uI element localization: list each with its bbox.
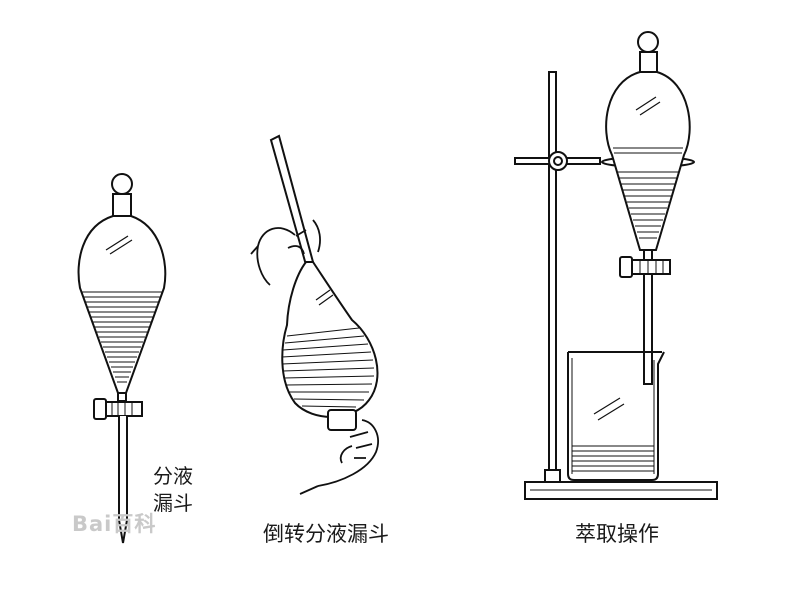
label-invert-funnel: 倒转分液漏斗	[263, 522, 389, 546]
funnel-stem-top	[117, 392, 127, 402]
stopcock	[105, 401, 143, 417]
label-separatory-funnel-text: 分液 漏斗	[153, 464, 193, 515]
glass-highlight	[635, 96, 657, 111]
glass-highlight	[315, 289, 331, 301]
clamp-arm	[514, 157, 551, 165]
watermark: Bai百科	[72, 512, 157, 536]
stand-rod	[548, 71, 557, 483]
funnel-stopper	[111, 173, 133, 195]
extraction-setup	[514, 31, 718, 500]
liquid-lines	[572, 445, 654, 472]
beaker	[567, 351, 665, 481]
inverted-funnel-group	[250, 134, 379, 495]
stopcock-handle	[619, 256, 633, 278]
funnel-body	[605, 71, 691, 251]
upper-hand	[250, 219, 321, 286]
liquid-lines	[613, 147, 683, 239]
liquid-lines	[81, 291, 163, 383]
liquid-lines	[281, 327, 375, 408]
funnel-neck	[112, 193, 132, 217]
rod-base	[544, 469, 561, 483]
inverted-stopper	[327, 409, 357, 431]
funnel-stem	[643, 273, 653, 385]
separatory-funnel	[77, 173, 167, 544]
stopcock-handle	[93, 398, 107, 420]
glass-highlight	[105, 235, 129, 251]
funnel-body	[77, 215, 167, 394]
stopcock	[631, 259, 671, 275]
label-extraction: 萃取操作	[575, 522, 659, 546]
funnel-stem	[118, 416, 128, 544]
lower-hand	[299, 419, 379, 495]
label-separatory-funnel: 分液 漏斗	[153, 463, 217, 517]
funnel-neck	[639, 51, 658, 73]
glass-highlight	[109, 239, 133, 255]
funnel-stopper	[637, 31, 659, 53]
glass-highlight	[593, 397, 621, 415]
